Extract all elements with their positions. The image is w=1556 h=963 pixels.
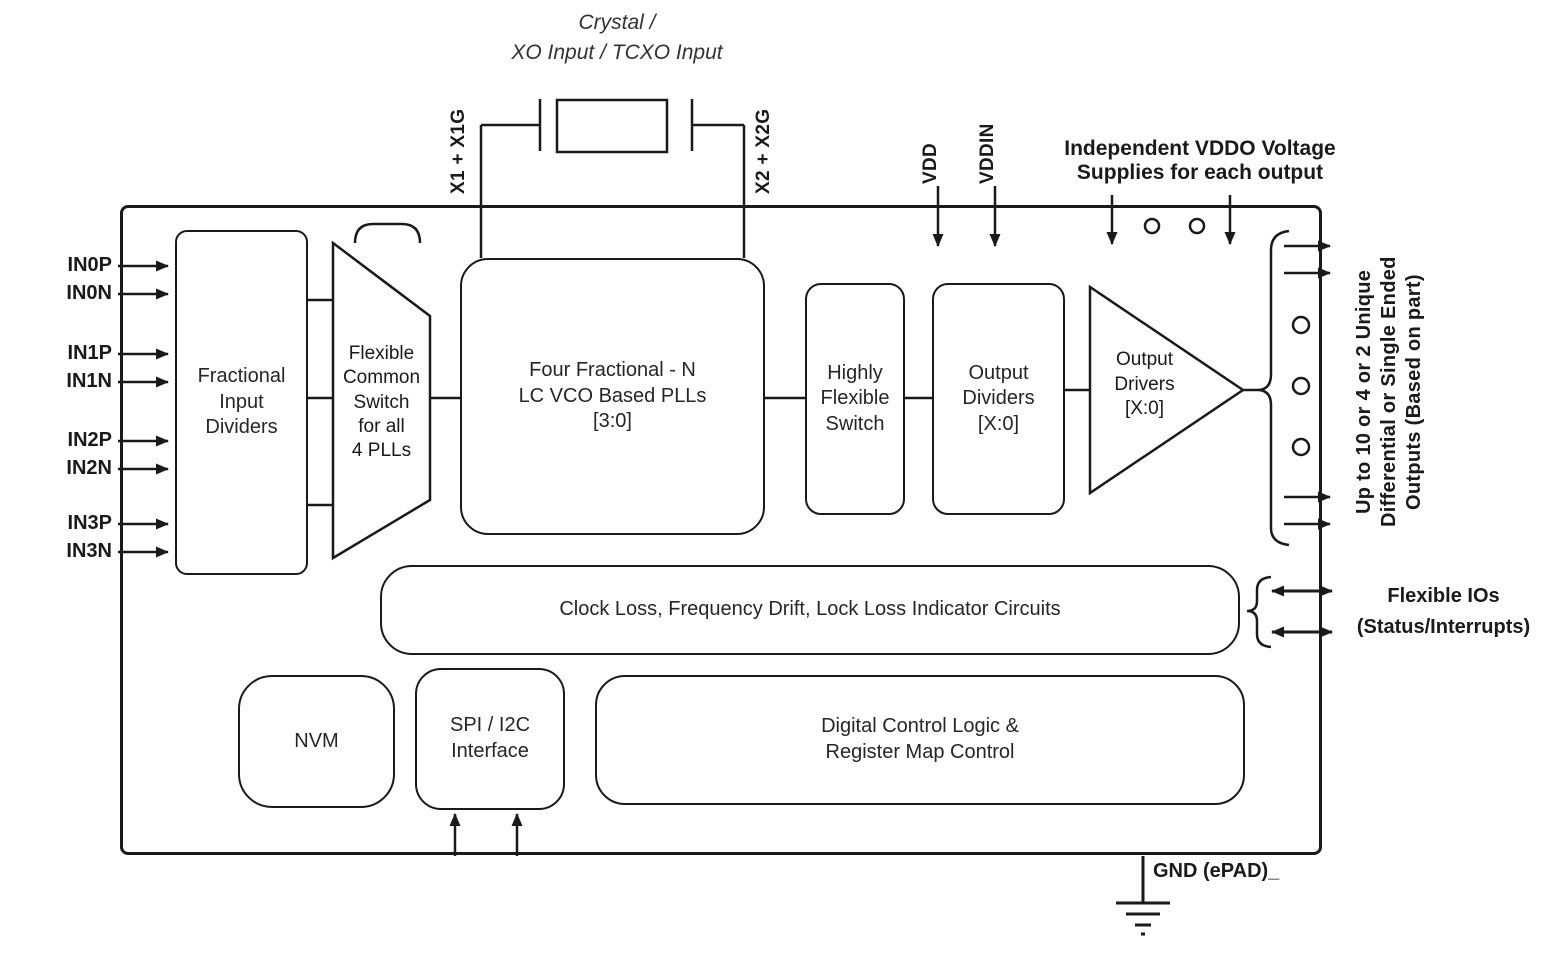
input-pin-label-in1p: IN1P — [67, 342, 112, 364]
block-fractional-input-dividers: Fractional Input Dividers — [175, 230, 308, 575]
block-digital-control-logic: Digital Control Logic & Register Map Con… — [595, 675, 1245, 805]
block-nvm: NVM — [238, 675, 395, 808]
vddin-label: VDDIN — [977, 123, 998, 184]
block-highly-flexible-switch: Highly Flexible Switch — [805, 283, 905, 515]
output-drivers-label: Output Drivers [X:0] — [1114, 349, 1175, 420]
flexible-ios-note: Flexible IOs (Status/Interrupts) — [1356, 585, 1531, 638]
x2-pin-label: X2 + X2G — [753, 108, 774, 194]
input-pin-label-in0p: IN0P — [67, 254, 112, 276]
block-spi-i2c-interface: SPI / I2C Interface — [415, 668, 565, 810]
block-indicator-circuits: Clock Loss, Frequency Drift, Lock Loss I… — [380, 565, 1240, 655]
outputs-description-note: Up to 10 or 4 or 2 Unique Differential o… — [1353, 256, 1425, 528]
gnd-epad-label: GND (ePAD)_ — [1153, 860, 1280, 882]
input-pin-label-in3n: IN3N — [66, 540, 112, 562]
block-output-dividers: Output Dividers [X:0] — [932, 283, 1065, 515]
vddo-supplies-note: Independent VDDO Voltage Supplies for ea… — [1064, 137, 1336, 185]
flexible-common-switch-label: Flexible Common Switch for all 4 PLLs — [342, 343, 421, 462]
input-pin-label-in2n: IN2N — [66, 457, 112, 479]
input-pin-label-in2p: IN2P — [67, 429, 112, 451]
chip-outline — [120, 205, 1322, 855]
vdd-label: VDD — [920, 142, 941, 184]
input-pin-label-in1n: IN1N — [66, 370, 112, 392]
x1-pin-label: X1 + X1G — [448, 108, 469, 194]
input-pin-label-in0n: IN0N — [66, 282, 112, 304]
block-four-fractional-n-plls: Four Fractional - N LC VCO Based PLLs [3… — [460, 258, 765, 535]
crystal-title: Crystal / XO Input / TCXO Input — [511, 11, 723, 65]
input-pin-label-in3p: IN3P — [67, 512, 112, 534]
